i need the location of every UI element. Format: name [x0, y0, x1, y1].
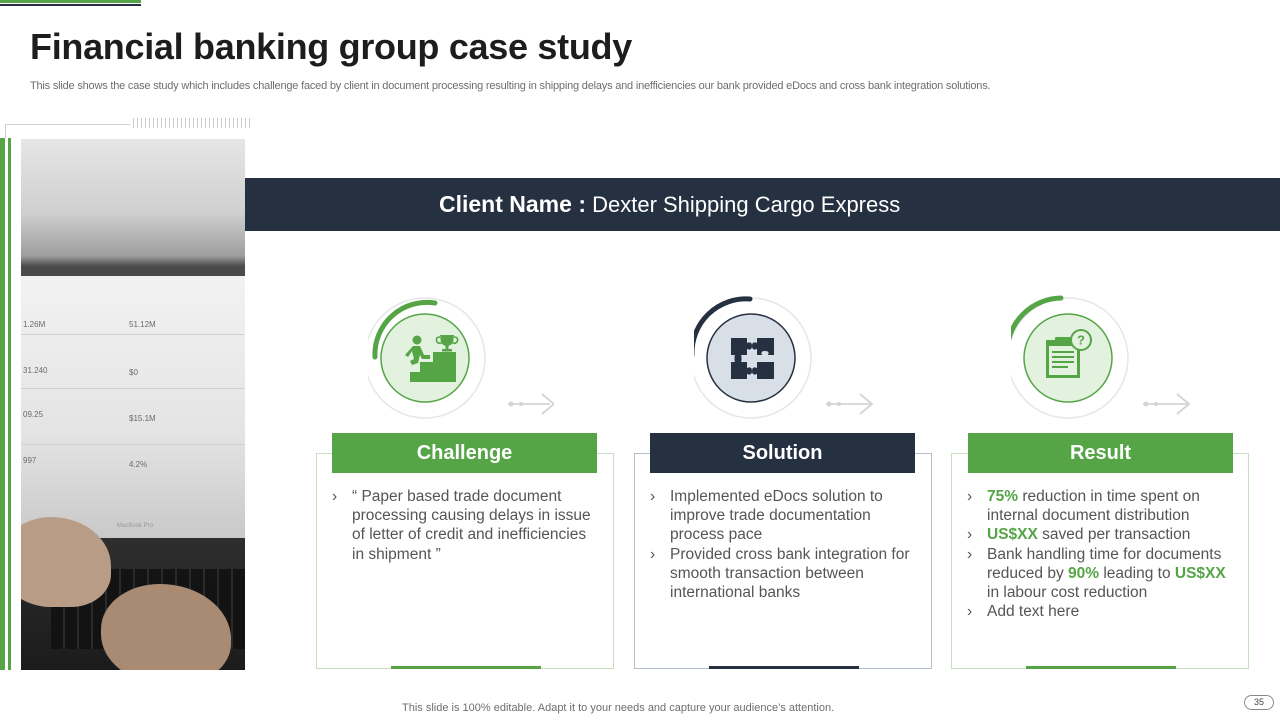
- solution-bullets: › Implemented eDocs solution to improve t…: [650, 487, 912, 602]
- laptop-screen: 1.26M 51.12M 31.240 $0 09.25 $15.1M 997 …: [21, 276, 245, 538]
- top-accent-bar: [0, 0, 141, 7]
- bullet-text: leading to: [1099, 564, 1175, 582]
- bullet-item: › Bank handling time for documents reduce…: [967, 545, 1229, 603]
- screen-value: 4.2%: [129, 460, 148, 469]
- bullet-text: in labour cost reduction: [987, 584, 1148, 602]
- screen-value: $0: [129, 368, 138, 377]
- bullet-item: › US$XX saved per transaction: [967, 525, 1229, 544]
- chevron-right-icon: ›: [967, 545, 973, 563]
- highlight-text: 75%: [987, 488, 1019, 505]
- highlight-text: 90%: [1068, 564, 1100, 582]
- top-accent-green: [0, 0, 141, 3]
- clipboard-question-icon: ?: [1046, 329, 1092, 378]
- page-number: 35: [1244, 695, 1274, 710]
- top-accent-navy: [0, 4, 141, 6]
- client-value: Dexter Shipping Cargo Express: [585, 192, 901, 217]
- client-name-banner: Client Name : Dexter Shipping Cargo Expr…: [245, 178, 1280, 231]
- bullet-item: › Add text here: [967, 602, 1229, 621]
- bullet-text: reduction in time spent on internal docu…: [987, 488, 1200, 525]
- bullet-text: saved per transaction: [1037, 526, 1191, 544]
- screen-value: 31.240: [23, 366, 48, 375]
- solution-card: [634, 453, 932, 669]
- chevron-right-icon: ›: [650, 488, 656, 505]
- bullet-text: “ Paper based trade document processing …: [352, 488, 591, 563]
- challenge-heading: Challenge: [332, 433, 597, 473]
- challenge-icon-group: [368, 293, 554, 423]
- challenge-bullets: › “ Paper based trade document processing…: [332, 487, 594, 564]
- challenge-card: [316, 453, 614, 669]
- result-icon-group: ?: [1011, 293, 1197, 423]
- chevron-right-icon: ›: [967, 488, 973, 505]
- bullet-item: › “ Paper based trade document processing…: [332, 487, 594, 564]
- footer-note: This slide is 100% editable. Adapt it to…: [402, 702, 835, 714]
- decorative-ruler: [5, 118, 250, 138]
- slide-subtitle: This slide shows the case study which in…: [30, 80, 991, 92]
- screen-value: 997: [23, 456, 37, 465]
- chevron-right-icon: ›: [967, 603, 973, 621]
- highlight-text: US$XX: [987, 526, 1038, 544]
- bullet-text: Implemented eDocs solution to improve tr…: [670, 488, 883, 544]
- screen-value: 51.12M: [129, 320, 156, 329]
- screen-value: $15.1M: [129, 414, 156, 423]
- bullet-item: › Provided cross bank integration for smo…: [650, 545, 912, 603]
- solution-icon-group: [694, 293, 880, 423]
- slide-title: Financial banking group case study: [30, 26, 632, 67]
- laptop-photo: 1.26M 51.12M 31.240 $0 09.25 $15.1M 997 …: [21, 139, 245, 670]
- chevron-right-icon: ›: [650, 545, 656, 563]
- highlight-text: US$XX: [1174, 564, 1226, 582]
- bullet-text: Provided cross bank integration for smoo…: [670, 545, 910, 602]
- screen-value: 09.25: [23, 410, 44, 419]
- left-accent-bars: [0, 138, 14, 670]
- chevron-right-icon: ›: [332, 488, 338, 505]
- screen-value: 1.26M: [23, 320, 46, 329]
- solution-heading: Solution: [650, 433, 915, 473]
- result-heading: Result: [968, 433, 1233, 473]
- bullet-text: Bank handling time for documents reduced…: [987, 545, 1222, 582]
- svg-text:?: ?: [1077, 333, 1085, 348]
- device-label: MacBook Pro: [117, 523, 154, 529]
- client-label: Client Name :: [439, 191, 586, 217]
- bullet-item: › 75% reduction in time spent on internal…: [967, 487, 1229, 525]
- bullet-text: Add text here: [987, 603, 1080, 621]
- puzzle-icon: [731, 338, 774, 379]
- result-card: [951, 453, 1249, 669]
- chevron-right-icon: ›: [967, 526, 973, 544]
- result-bullets: › 75% reduction in time spent on internal…: [967, 487, 1229, 621]
- bullet-item: › Implemented eDocs solution to improve t…: [650, 487, 912, 545]
- stairs-trophy-icon: [405, 335, 459, 382]
